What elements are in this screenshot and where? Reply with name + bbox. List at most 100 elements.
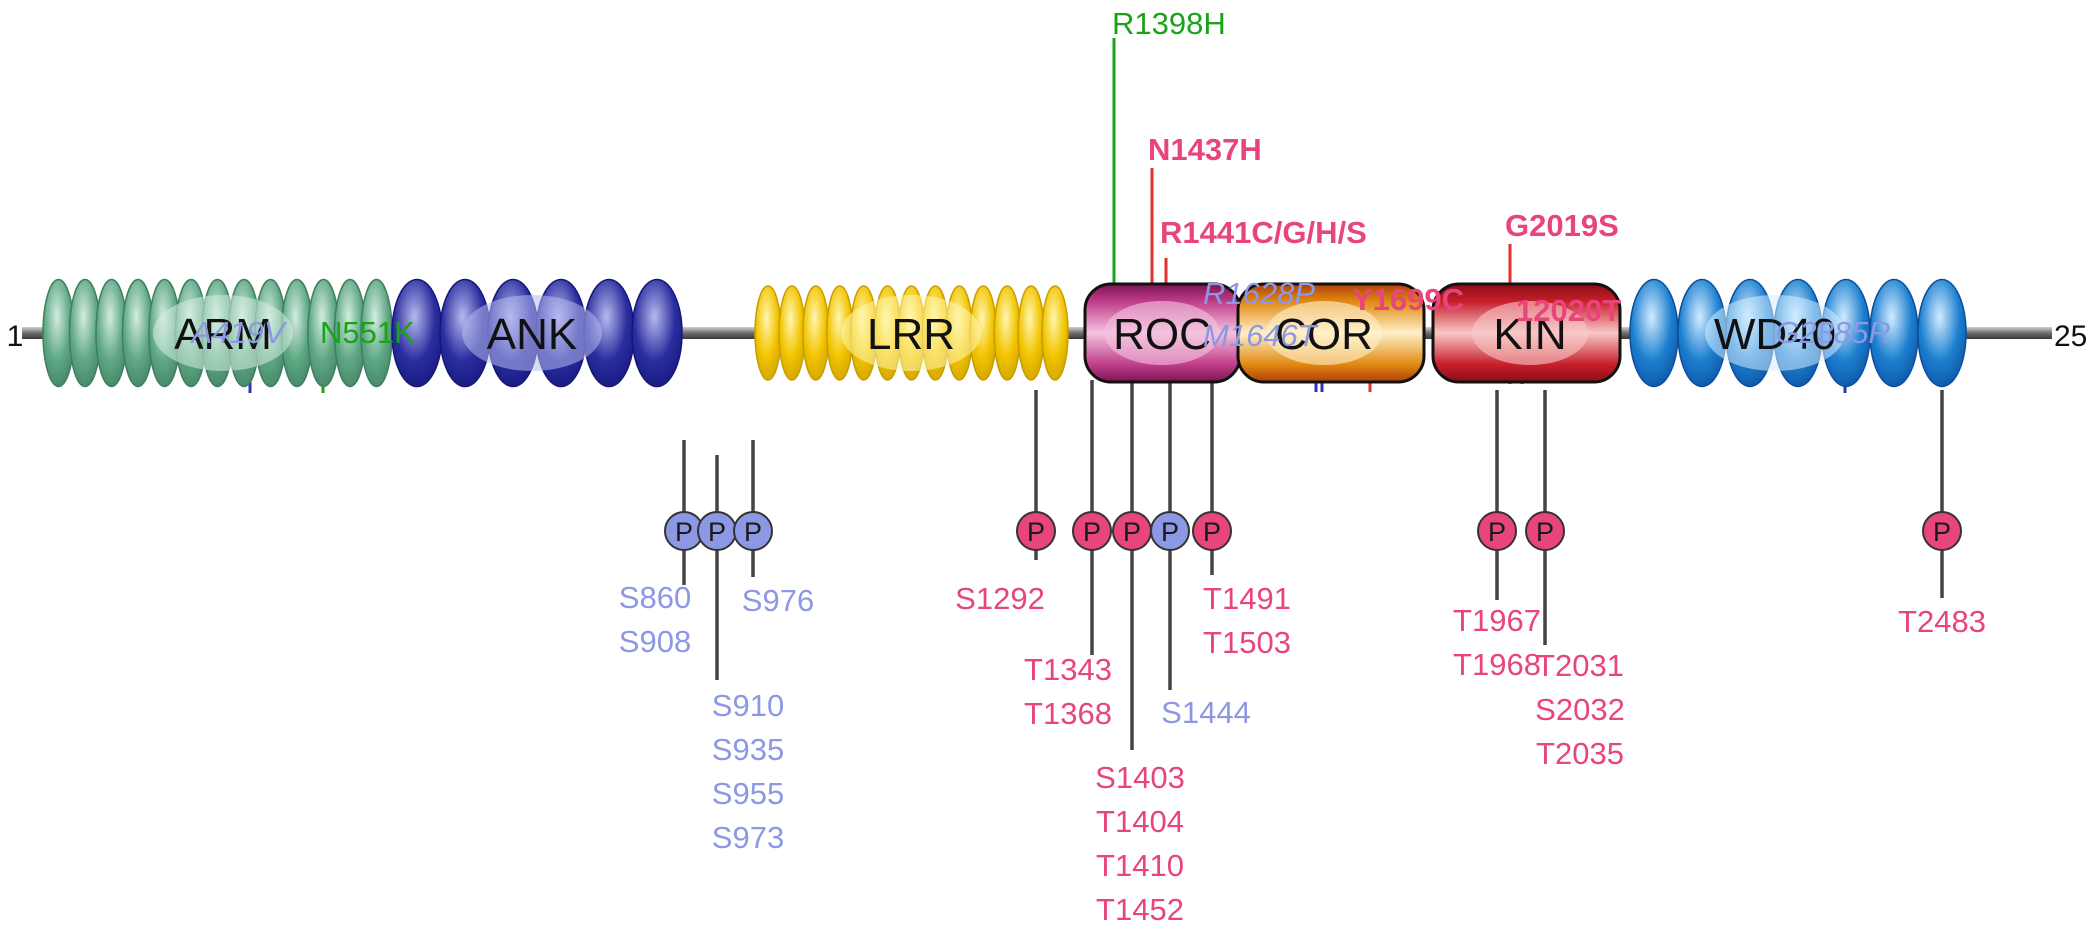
phospho-site: P bbox=[697, 455, 737, 680]
protein-end-label: 2527 bbox=[2054, 320, 2087, 353]
domain-lrr: LRR bbox=[754, 285, 1069, 381]
ank-label-glow bbox=[462, 295, 602, 371]
cor-label-glow bbox=[1266, 301, 1382, 365]
mutation-label: M1646T bbox=[1203, 318, 1319, 353]
lrr-repeat bbox=[993, 285, 1021, 381]
phospho-marker-label: P bbox=[744, 517, 762, 547]
phospho-site-label: S860 bbox=[619, 580, 691, 615]
phospho-marker-label: P bbox=[1488, 517, 1506, 547]
phospho-site-label: S976 bbox=[742, 583, 814, 618]
phospho-site: P bbox=[1112, 380, 1152, 750]
phospho-marker-label: P bbox=[675, 517, 693, 547]
mutation-label: A419V bbox=[189, 315, 287, 350]
mutation-label: N1437H bbox=[1148, 132, 1262, 167]
phospho-marker-label: P bbox=[708, 517, 726, 547]
phospho-site: P bbox=[664, 440, 704, 585]
phospho-marker-label: P bbox=[1536, 517, 1554, 547]
phospho-marker-icon bbox=[1150, 511, 1190, 551]
phospho-marker-icon bbox=[1192, 511, 1232, 551]
domain-kin: KIN bbox=[1431, 282, 1622, 384]
mutation-label: G2385R bbox=[1775, 315, 1890, 350]
phospho-marker-icon bbox=[1922, 511, 1962, 551]
phospho-site-label: S1403 bbox=[1095, 760, 1185, 795]
lrr-repeat bbox=[778, 285, 806, 381]
labels-layer: 1 2527 A419V N551K R1398H N1437H R1441C/G/H/S R… bbox=[7, 6, 2087, 927]
phospho-site-label: T1967 bbox=[1453, 603, 1541, 638]
phospho-marker-label: P bbox=[1123, 517, 1141, 547]
phospho-marker-icon bbox=[1072, 511, 1112, 551]
wd40-repeat bbox=[1629, 278, 1679, 388]
ank-repeat bbox=[631, 278, 683, 388]
mutation-label: R1398H bbox=[1112, 6, 1226, 41]
phospho-site-label: T1404 bbox=[1096, 804, 1184, 839]
domain-label-lrr: LRR bbox=[867, 310, 955, 359]
phospho-site: P bbox=[1072, 380, 1112, 655]
phospho-site-label: S2032 bbox=[1535, 692, 1625, 727]
phospho-site-label: S908 bbox=[619, 624, 691, 659]
roc-label-glow bbox=[1104, 301, 1220, 365]
lrr-label-glow bbox=[841, 295, 981, 371]
phospho-site-label: T2035 bbox=[1536, 736, 1624, 771]
phospho-site-label: T1491 bbox=[1203, 581, 1291, 616]
phospho-site-label: T1343 bbox=[1024, 652, 1112, 687]
phospho-marker-icon bbox=[733, 511, 773, 551]
domain-wd40: WD40 bbox=[1629, 278, 1967, 388]
phospho-marker-icon bbox=[1525, 511, 1565, 551]
phospho-site-label: T1410 bbox=[1096, 848, 1184, 883]
phospho-marker-label: P bbox=[1083, 517, 1101, 547]
domain-roc: ROC bbox=[1083, 282, 1242, 384]
phospho-site-label: T1503 bbox=[1203, 625, 1291, 660]
mutation-label: R1628P bbox=[1203, 276, 1315, 311]
phospho-site-label: T2483 bbox=[1898, 604, 1986, 639]
phospho-site: P bbox=[733, 440, 773, 577]
phospho-site: P bbox=[1150, 380, 1190, 690]
phospho-site-label: T1452 bbox=[1096, 892, 1184, 927]
phospho-site-label: S935 bbox=[712, 732, 784, 767]
domain-label-kin: KIN bbox=[1493, 310, 1566, 359]
protein-start-label: 1 bbox=[7, 320, 24, 353]
domain-label-cor: COR bbox=[1275, 310, 1373, 359]
domains-layer: ARM ANK LRR ROC COR KIN WD40 bbox=[42, 278, 1967, 388]
phospho-site: P bbox=[1477, 390, 1517, 600]
mutation-label: G2019S bbox=[1505, 208, 1619, 243]
mutation-label: N551K bbox=[320, 315, 415, 350]
domain-arm: ARM bbox=[42, 278, 393, 388]
lrr-repeat bbox=[1041, 285, 1069, 381]
wd40-repeat bbox=[1917, 278, 1967, 388]
phospho-site-label: S1444 bbox=[1161, 695, 1251, 730]
domain-label-arm: ARM bbox=[174, 310, 272, 359]
wd40-label-glow bbox=[1705, 295, 1845, 371]
domain-label-roc: ROC bbox=[1113, 310, 1211, 359]
kin-label-glow bbox=[1472, 301, 1588, 365]
phospho-marker-icon bbox=[1477, 511, 1517, 551]
phospho-marker-label: P bbox=[1027, 517, 1045, 547]
phospho-site: P bbox=[1016, 390, 1056, 560]
lrr-repeat bbox=[754, 285, 782, 381]
phospho-marker-label: P bbox=[1203, 517, 1221, 547]
phospho-site-label: S955 bbox=[712, 776, 784, 811]
phospho-site-label: S973 bbox=[712, 820, 784, 855]
phospho-site-label: T2031 bbox=[1536, 648, 1624, 683]
phospho-site: P bbox=[1922, 390, 1962, 598]
mutation-label: Y1699C bbox=[1352, 282, 1464, 317]
phospho-marker-icon bbox=[1016, 511, 1056, 551]
phospho-site-label: T1968 bbox=[1453, 647, 1541, 682]
domain-cor: COR bbox=[1236, 282, 1426, 384]
phospho-site: P bbox=[1525, 390, 1565, 645]
mutation-label: 12020T bbox=[1516, 293, 1621, 328]
lrr-repeat bbox=[1017, 285, 1045, 381]
phospho-marker-label: P bbox=[1161, 517, 1179, 547]
domain-label-wd40: WD40 bbox=[1714, 310, 1836, 359]
phospho-marker-label: P bbox=[1933, 517, 1951, 547]
phospho-site-label: S910 bbox=[712, 688, 784, 723]
domain-label-ank: ANK bbox=[487, 310, 577, 359]
mutation-label: R1441C/G/H/S bbox=[1160, 215, 1367, 250]
phospho-site-label: S1292 bbox=[955, 581, 1045, 616]
domain-ank: ANK bbox=[391, 278, 683, 388]
phospho-site-label: T1368 bbox=[1024, 696, 1112, 731]
lrr-repeat bbox=[802, 285, 830, 381]
arm-label-glow bbox=[153, 295, 293, 371]
